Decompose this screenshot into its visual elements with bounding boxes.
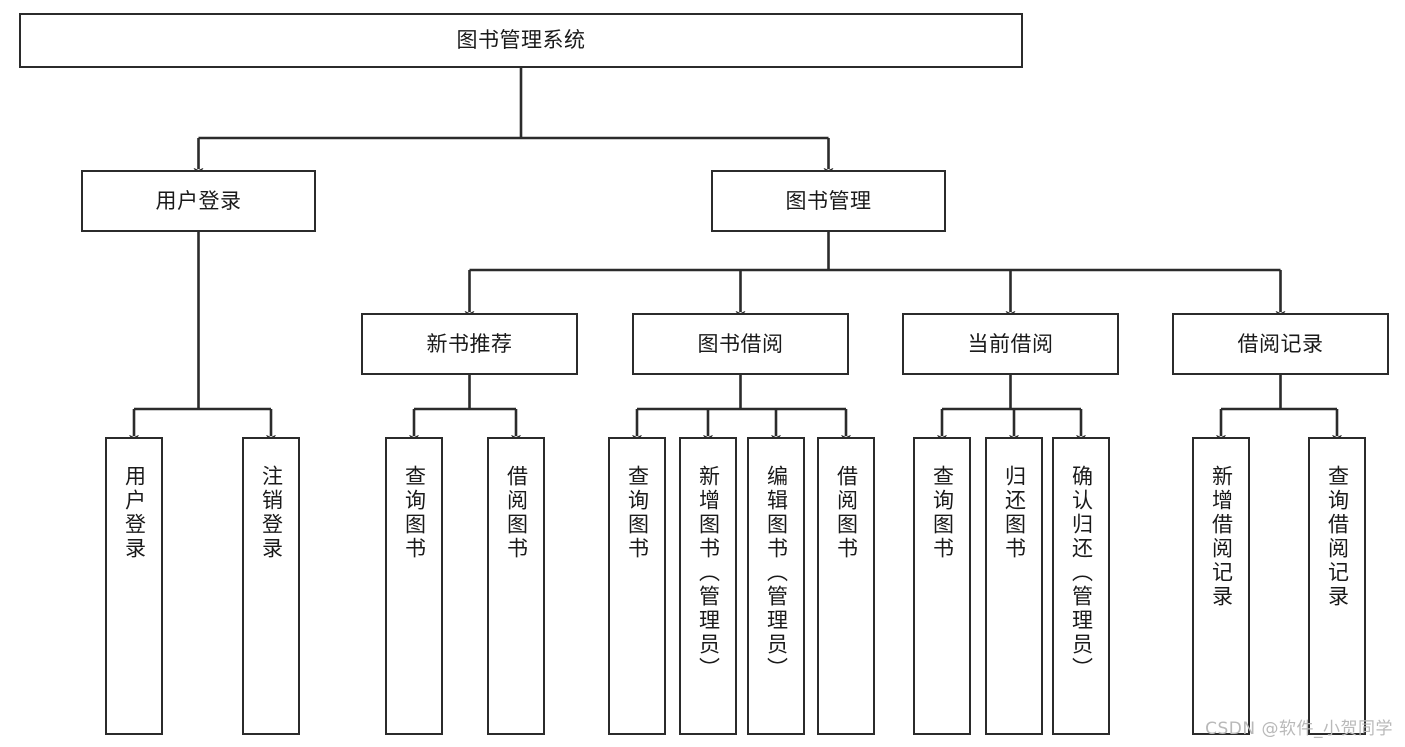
node-leaf_8[interactable]: 查询图书 <box>913 437 971 735</box>
node-l1_0[interactable]: 用户登录 <box>81 170 316 232</box>
node-label: 新增借阅记录 <box>1209 465 1234 609</box>
node-leaf_11[interactable]: 新增借阅记录 <box>1192 437 1250 735</box>
node-leaf_10[interactable]: 确认归还（管理员） <box>1052 437 1110 735</box>
node-label: 确认归还（管理员） <box>1069 465 1094 681</box>
node-l2_3[interactable]: 借阅记录 <box>1172 313 1389 375</box>
node-leaf_4[interactable]: 查询图书 <box>608 437 666 735</box>
node-l2_1[interactable]: 图书借阅 <box>632 313 849 375</box>
node-label: 图书管理 <box>785 188 872 213</box>
node-label: 图书借阅 <box>697 331 784 356</box>
node-label: 图书管理系统 <box>456 28 586 53</box>
node-label: 借阅图书 <box>834 465 859 561</box>
node-leaf_2[interactable]: 查询图书 <box>385 437 443 735</box>
node-leaf_7[interactable]: 借阅图书 <box>817 437 875 735</box>
node-label: 当前借阅 <box>967 331 1054 356</box>
node-label: 用户登录 <box>155 188 242 213</box>
node-label: 用户登录 <box>122 465 147 561</box>
node-label: 注销登录 <box>259 465 284 561</box>
node-root[interactable]: 图书管理系统 <box>19 13 1023 68</box>
node-leaf_12[interactable]: 查询借阅记录 <box>1308 437 1366 735</box>
node-l1_1[interactable]: 图书管理 <box>711 170 946 232</box>
node-label: 查询借阅记录 <box>1325 465 1350 609</box>
node-label: 查询图书 <box>402 465 427 561</box>
node-label: 查询图书 <box>625 465 650 561</box>
node-label: 新书推荐 <box>426 331 513 356</box>
node-leaf_3[interactable]: 借阅图书 <box>487 437 545 735</box>
watermark-credit: CSDN @软件_小贺同学 <box>1205 719 1393 739</box>
node-leaf_1[interactable]: 注销登录 <box>242 437 300 735</box>
node-label: 查询图书 <box>930 465 955 561</box>
node-l2_0[interactable]: 新书推荐 <box>361 313 578 375</box>
node-leaf_0[interactable]: 用户登录 <box>105 437 163 735</box>
node-leaf_9[interactable]: 归还图书 <box>985 437 1043 735</box>
node-leaf_5[interactable]: 新增图书（管理员） <box>679 437 737 735</box>
node-label: 借阅记录 <box>1237 331 1324 356</box>
node-label: 借阅图书 <box>504 465 529 561</box>
node-label: 编辑图书（管理员） <box>764 465 789 681</box>
node-label: 新增图书（管理员） <box>696 465 721 681</box>
node-label: 归还图书 <box>1002 465 1027 561</box>
node-l2_2[interactable]: 当前借阅 <box>902 313 1119 375</box>
node-leaf_6[interactable]: 编辑图书（管理员） <box>747 437 805 735</box>
